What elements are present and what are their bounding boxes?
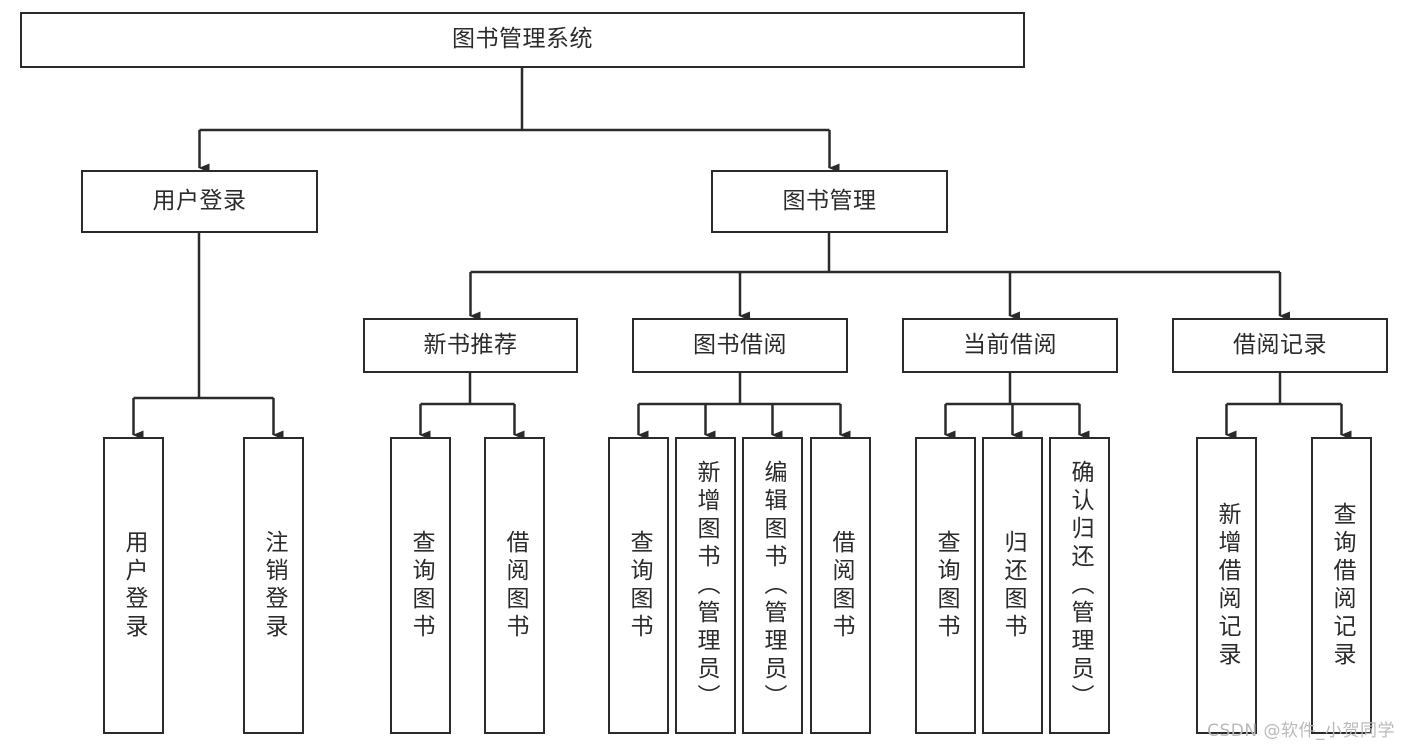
node-root[interactable]: 图书管理系统 [20,12,1025,68]
node-leaf-edit-book-admin[interactable]: 编辑图书（管理员） [742,437,803,734]
node-leaf-borrow-book-1[interactable]: 借阅图书 [484,437,545,734]
node-leaf-logout-login[interactable]: 注销登录 [243,437,304,734]
node-label-leaf-borrow-book-1: 借阅图书 [502,529,528,642]
node-new-book-recommend[interactable]: 新书推荐 [363,318,578,373]
node-label-new-book-recommend: 新书推荐 [423,331,518,358]
node-leaf-user-login[interactable]: 用户登录 [103,437,164,734]
node-label-leaf-borrow-book-2: 借阅图书 [828,529,854,642]
node-label-book-management: 图书管理 [782,187,877,214]
node-leaf-query-borrow-record[interactable]: 查询借阅记录 [1311,437,1372,734]
node-label-leaf-confirm-return-admin: 确认归还（管理员） [1067,459,1093,712]
node-label-leaf-logout-login: 注销登录 [261,529,287,642]
watermark-text: CSDN @软件_小贺同学 [1207,721,1395,741]
node-book-management[interactable]: 图书管理 [711,170,948,233]
node-label-leaf-user-login: 用户登录 [121,529,147,642]
node-label-root: 图书管理系统 [452,26,593,53]
node-label-leaf-query-book-2: 查询图书 [626,529,652,642]
node-label-leaf-add-borrow-record: 新增借阅记录 [1214,501,1240,670]
node-label-leaf-return-book: 归还图书 [1000,529,1026,642]
node-label-borrow-record: 借阅记录 [1233,331,1327,358]
node-book-borrow[interactable]: 图书借阅 [632,318,848,373]
node-leaf-query-book-1[interactable]: 查询图书 [390,437,451,734]
node-label-leaf-edit-book-admin: 编辑图书（管理员） [760,459,786,712]
node-label-leaf-query-borrow-record: 查询借阅记录 [1329,501,1355,670]
node-current-borrow[interactable]: 当前借阅 [902,318,1118,373]
node-label-user-login: 用户登录 [152,187,247,214]
node-label-leaf-query-book-1: 查询图书 [408,529,434,642]
node-leaf-add-book-admin[interactable]: 新增图书（管理员） [675,437,736,734]
connector-lines [132,68,1352,440]
node-leaf-borrow-book-2[interactable]: 借阅图书 [810,437,871,734]
node-user-login[interactable]: 用户登录 [81,170,318,233]
node-leaf-query-book-3[interactable]: 查询图书 [915,437,976,734]
node-label-book-borrow: 图书借阅 [693,331,787,358]
node-leaf-confirm-return-admin[interactable]: 确认归还（管理员） [1049,437,1110,734]
node-borrow-record[interactable]: 借阅记录 [1172,318,1388,373]
node-label-leaf-add-book-admin: 新增图书（管理员） [693,459,719,712]
node-label-leaf-query-book-3: 查询图书 [933,529,959,642]
node-leaf-query-book-2[interactable]: 查询图书 [608,437,669,734]
node-label-current-borrow: 当前借阅 [963,331,1057,358]
node-leaf-return-book[interactable]: 归还图书 [982,437,1043,734]
node-leaf-add-borrow-record[interactable]: 新增借阅记录 [1196,437,1257,734]
